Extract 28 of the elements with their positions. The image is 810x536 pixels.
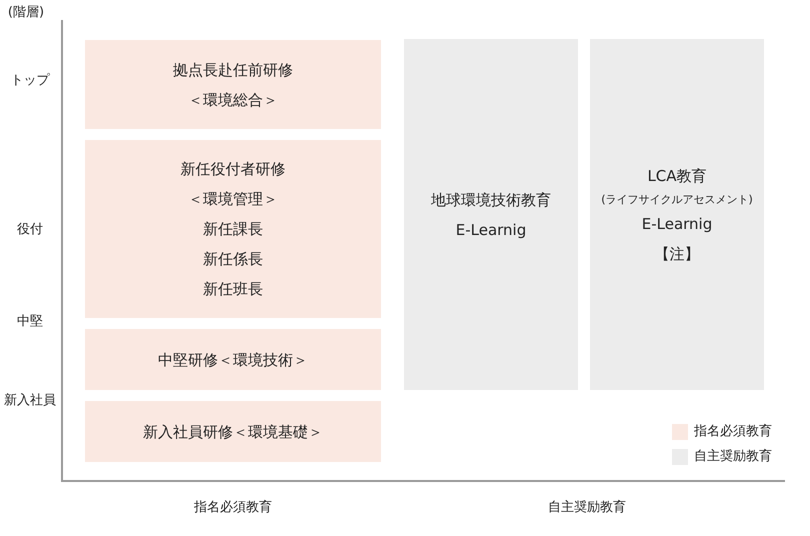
box-text: ＜環境管理＞	[188, 189, 278, 210]
category-label: 自主奨励教育	[548, 498, 626, 516]
box-text: 新任課長	[203, 219, 263, 240]
level-label: 中堅	[17, 313, 43, 330]
box-text: E-Learnig	[456, 220, 526, 240]
box-text: 拠点長赴任前研修	[173, 60, 293, 80]
training-box	[85, 40, 381, 129]
box-text: E-Learnig	[642, 214, 712, 234]
legend-label: 指名必須教育	[694, 423, 772, 441]
box-text: ＜環境総合＞	[188, 90, 278, 110]
box-text: 新任役付者研修	[180, 159, 286, 180]
level-label: トップ	[10, 72, 50, 89]
box-text: 新入社員研修＜環境基礎＞	[143, 422, 323, 442]
training-box	[85, 140, 381, 318]
training-box	[85, 401, 381, 462]
box-text: (ライフサイクルアセスメント)	[601, 192, 753, 208]
box-text: 新任係長	[203, 249, 263, 270]
training-box	[85, 329, 381, 390]
box-text: LCA教育	[647, 166, 707, 186]
box-text: 【注】	[654, 244, 700, 264]
category-label: 指名必須教育	[194, 498, 272, 516]
level-label: 役付	[17, 221, 43, 238]
axis-title: (階層)	[8, 4, 44, 21]
box-text: 地球環境技術教育	[431, 190, 551, 210]
level-label: 新入社員	[4, 392, 56, 409]
box-text: 中堅研修＜環境技術＞	[158, 350, 308, 370]
legend-label: 自主奨励教育	[694, 448, 772, 466]
box-text: 新任班長	[203, 279, 263, 300]
